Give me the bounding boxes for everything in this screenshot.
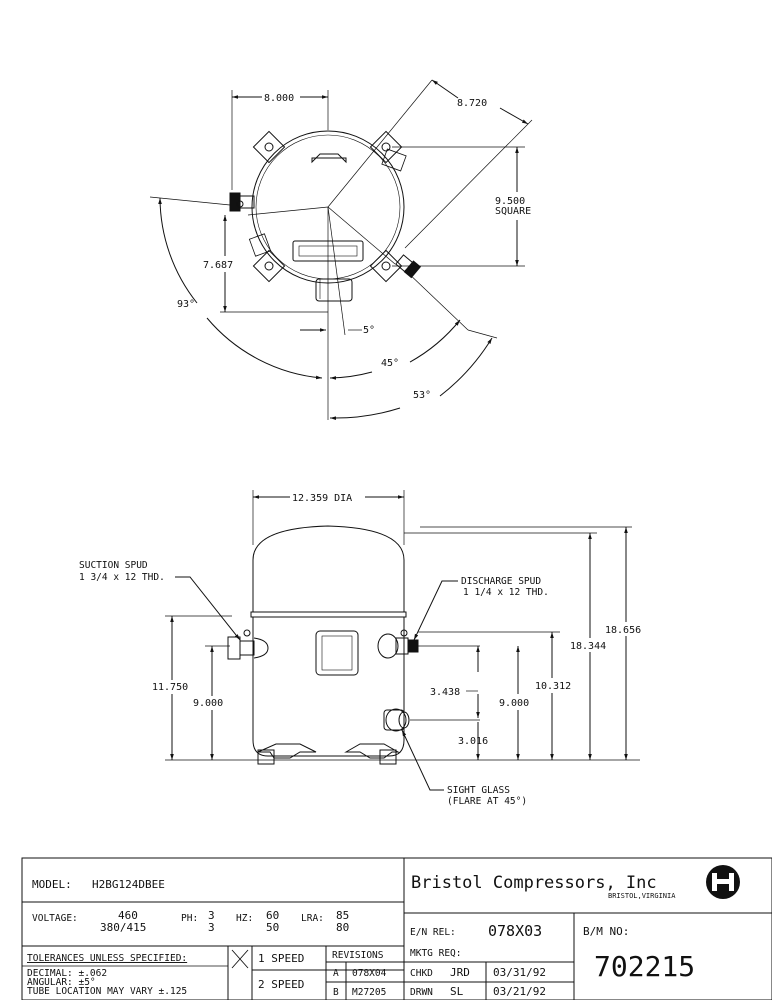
rev-b-value: M27205: [352, 987, 386, 998]
tolerances-title: TOLERANCES UNLESS SPECIFIED:: [27, 953, 187, 964]
ph-label: PH:: [181, 913, 198, 924]
dim-11750: 11.750: [152, 682, 188, 693]
tolerance-angular: ANGULAR: ±5°: [27, 977, 96, 988]
top-view: [149, 79, 533, 420]
voltage-1: 460: [118, 909, 138, 922]
dim-9500: 9.500: [495, 196, 525, 207]
dim-square-label: SQUARE: [495, 206, 531, 217]
top-lug: [311, 153, 347, 164]
hz-2: 50: [266, 921, 279, 934]
bristol-logo: [706, 865, 740, 899]
discharge-spud-thread: 1 1/4 x 12 THD.: [463, 587, 549, 598]
dim-9000-left: 9.000: [193, 698, 223, 709]
lra-1: 85: [336, 909, 349, 922]
drwn-date: 03/21/92: [493, 985, 546, 998]
drwn-by: SL: [450, 985, 464, 998]
dim-3016: 3.016: [458, 736, 488, 747]
chkd-date: 03/31/92: [493, 966, 546, 979]
model-label: MODEL:: [32, 878, 72, 891]
side-sight-glass: [383, 708, 410, 732]
discharge-spud-title: DISCHARGE SPUD: [461, 576, 541, 587]
mount-foot-tr: [369, 130, 403, 164]
rev-a-value: 078X04: [352, 968, 387, 979]
speed-1-label: 1 SPEED: [258, 952, 304, 965]
dim-18344: 18.344: [570, 641, 606, 652]
mount-foot-tl: [252, 130, 286, 164]
mount-foot-br: [369, 249, 403, 283]
en-rel-label: E/N REL:: [410, 927, 456, 938]
suction-spud-thread: 1 3/4 x 12 THD.: [79, 572, 165, 583]
revisions-label: REVISIONS: [332, 950, 384, 961]
dim-8720: 8.720: [457, 98, 487, 109]
dim-18656: 18.656: [605, 625, 641, 636]
lra-2: 80: [336, 921, 349, 934]
ph-1: 3: [208, 909, 215, 922]
dim-10312: 10.312: [535, 681, 571, 692]
voltage-2: 380/415: [100, 921, 146, 934]
rev-a-letter: A: [333, 968, 339, 979]
top-suction-fitting: [229, 192, 255, 212]
sight-glass-note: (FLARE AT 45°): [447, 796, 527, 807]
side-seam: [250, 611, 407, 618]
side-foot-right: [344, 743, 400, 759]
angle-5: 5°: [363, 325, 375, 336]
tolerance-tube: TUBE LOCATION MAY VARY ±.125: [27, 986, 187, 997]
side-suction-fitting: [227, 629, 269, 660]
side-dome: [252, 525, 405, 612]
angle-45: 45°: [381, 358, 399, 369]
dim-3438: 3.438: [430, 687, 460, 698]
mktg-req-label: MKTG REQ:: [410, 948, 461, 959]
side-terminal-cover: [315, 630, 359, 676]
side-discharge-fitting: [377, 629, 419, 659]
side-view: [165, 490, 640, 791]
ph-2: 3: [208, 921, 215, 934]
check-mark-x: X: [232, 959, 233, 961]
top-spout: [315, 278, 353, 302]
title-block: [21, 857, 772, 1000]
lra-label: LRA:: [301, 913, 324, 924]
company-location: BRISTOL,VIRGINIA: [608, 892, 676, 900]
angle-53: 53°: [413, 390, 431, 401]
dim-12359-dia: 12.359 DIA: [292, 493, 352, 504]
suction-spud-title: SUCTION SPUD: [79, 560, 148, 571]
hz-1: 60: [266, 909, 279, 922]
model-value: H2BG124DBEE: [92, 878, 165, 891]
tolerance-decimal: DECIMAL: ±.062: [27, 968, 107, 979]
dim-9000-right: 9.000: [499, 698, 529, 709]
sight-glass-title: SIGHT GLASS: [447, 785, 510, 796]
voltage-label: VOLTAGE:: [32, 913, 78, 924]
company-name: Bristol Compressors, Inc: [411, 873, 657, 893]
hz-label: HZ:: [236, 913, 253, 924]
chkd-label: CHKD: [410, 968, 433, 979]
bm-no-value: 702215: [594, 950, 695, 983]
side-lower-shell: [252, 617, 405, 757]
chkd-by: JRD: [450, 966, 470, 979]
angle-93: 93°: [177, 299, 195, 310]
dim-7687: 7.687: [203, 260, 233, 271]
en-rel-value: 078X03: [488, 922, 542, 940]
bm-no-label: B/M NO:: [583, 925, 629, 938]
dim-8000: 8.000: [264, 93, 294, 104]
side-foot-left: [257, 743, 317, 759]
speed-2-label: 2 SPEED: [258, 978, 304, 991]
mount-foot-bl: [252, 249, 286, 283]
drwn-label: DRWN: [410, 987, 433, 998]
rev-b-letter: B: [333, 987, 339, 998]
